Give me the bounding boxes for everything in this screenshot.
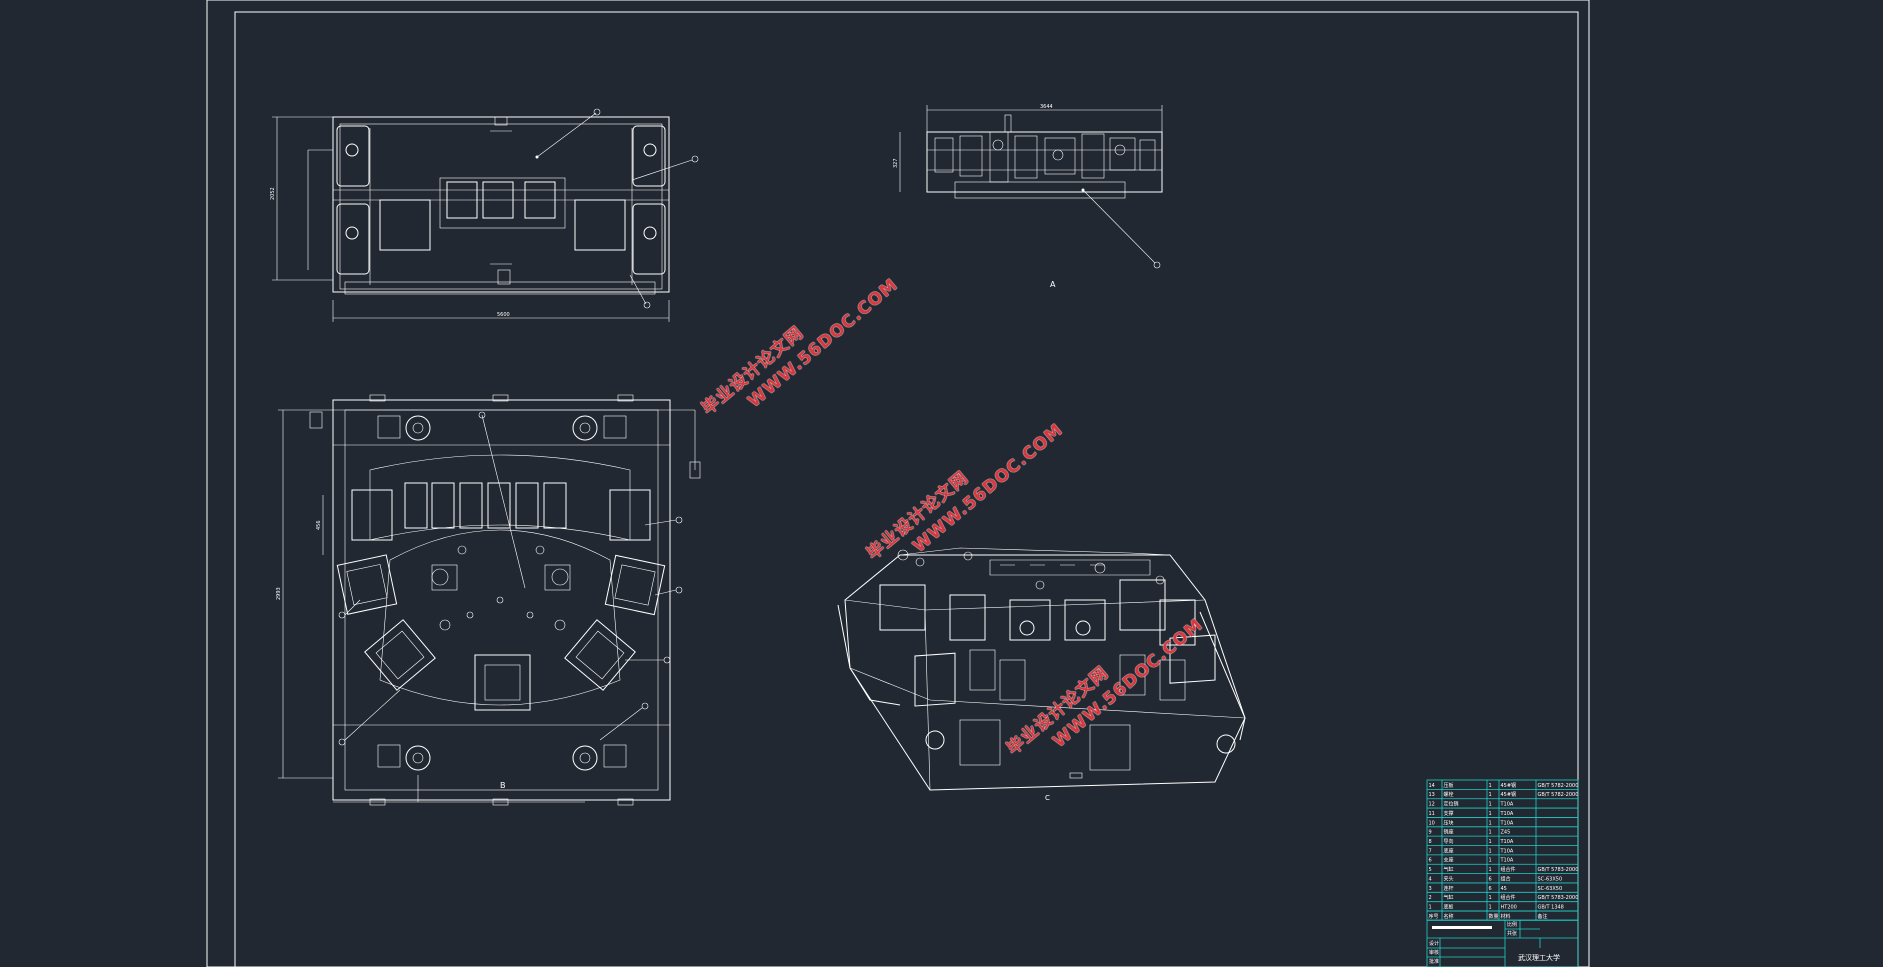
drawing-title-bar <box>1432 926 1492 929</box>
parts-cell-std: SC-63X50 <box>1538 886 1563 892</box>
parts-cell-std: 备注 <box>1538 913 1548 920</box>
parts-cell-mat: 45#钢 <box>1501 782 1517 789</box>
parts-cell-mat: T10A <box>1500 811 1514 817</box>
parts-cell-no: 12 <box>1429 802 1435 808</box>
parts-cell-name: 定位销 <box>1444 801 1459 808</box>
parts-cell-no: 6 <box>1429 858 1432 864</box>
parts-cell-mat: 组合件 <box>1501 866 1516 873</box>
parts-cell-no: 3 <box>1429 886 1432 892</box>
view-top-right[interactable]: 3644 327 A <box>893 104 1163 289</box>
view-isometric[interactable]: C <box>837 547 1246 802</box>
parts-cell-mat: 45 <box>1501 886 1507 892</box>
parts-cell-qty: 1 <box>1489 867 1492 873</box>
parts-cell-no: 10 <box>1429 820 1435 826</box>
parts-cell-qty: 1 <box>1489 905 1492 911</box>
parts-cell-name: 名称 <box>1444 913 1454 920</box>
sheet-outer-border <box>206 0 1590 967</box>
parts-cell-mat: T10A <box>1500 848 1514 854</box>
parts-cell-mat: T10A <box>1500 839 1514 845</box>
parts-cell-name: 底座 <box>1444 847 1454 854</box>
parts-cell-mat: T10A <box>1500 802 1514 808</box>
parts-cell-std: GB/T 5782-2000 <box>1538 792 1579 798</box>
parts-cell-qty: 1 <box>1489 783 1492 789</box>
dim-left-text: 2052 <box>270 187 276 200</box>
dim-plan-inner: 456 <box>316 520 322 530</box>
parts-cell-no: 4 <box>1429 876 1432 882</box>
parts-cell-name: 连杆 <box>1444 885 1454 892</box>
parts-cell-name: 气缸 <box>1444 866 1454 873</box>
label-scale: 比例 <box>1507 921 1517 928</box>
label-approve: 批准 <box>1429 958 1439 965</box>
view-mark-text: A <box>1050 280 1056 289</box>
parts-cell-no: 9 <box>1429 830 1432 836</box>
view-mark-iso: C <box>1045 794 1050 802</box>
parts-cell-name: 底板 <box>1444 904 1454 911</box>
parts-cell-std: GB/T 5783-2000 <box>1538 867 1579 873</box>
parts-cell-no: 2 <box>1429 895 1432 901</box>
parts-cell-std: GB/T 5783-2000 <box>1538 895 1579 901</box>
label-design: 设计 <box>1429 940 1439 947</box>
view-top-left[interactable]: 5600 2052 <box>270 108 699 322</box>
parts-cell-mat: T10A <box>1500 858 1514 864</box>
label-check: 审核 <box>1429 949 1439 956</box>
parts-cell-qty: 1 <box>1489 820 1492 826</box>
parts-cell-name: 压板 <box>1444 782 1454 789</box>
parts-cell-qty: 1 <box>1489 802 1492 808</box>
label-sheet: 共张 <box>1507 930 1517 937</box>
parts-cell-mat: 组合件 <box>1501 894 1516 901</box>
parts-cell-mat: Z45 <box>1501 830 1511 836</box>
sheet-inner-border <box>234 11 1579 967</box>
dim-plan-outer: 2993 <box>276 587 282 600</box>
parts-cell-no: 序号 <box>1429 913 1439 920</box>
parts-cell-no: 7 <box>1429 848 1432 854</box>
parts-cell-name: 支座 <box>1444 857 1454 864</box>
parts-cell-mat: 材料 <box>1501 913 1511 920</box>
parts-cell-qty: 1 <box>1489 811 1492 817</box>
parts-cell-no: 11 <box>1429 811 1435 817</box>
school-name: 武汉理工大学 <box>1518 953 1560 962</box>
parts-cell-std: SC-63X50 <box>1538 876 1563 882</box>
parts-cell-mat: HT200 <box>1501 905 1517 911</box>
dim-top-text: 3644 <box>1040 104 1053 110</box>
parts-cell-name: 支撑 <box>1444 810 1454 817</box>
parts-cell-no: 13 <box>1429 792 1435 798</box>
parts-cell-mat: T10A <box>1500 820 1514 826</box>
parts-cell-qty: 1 <box>1489 858 1492 864</box>
parts-cell-name: 夹头 <box>1444 875 1454 882</box>
parts-cell-qty: 1 <box>1489 830 1492 836</box>
parts-cell-qty: 1 <box>1489 848 1492 854</box>
parts-cell-qty: 1 <box>1489 895 1492 901</box>
parts-cell-qty: 6 <box>1489 886 1492 892</box>
parts-cell-qty: 数量 <box>1489 913 1499 920</box>
parts-cell-qty: 6 <box>1489 876 1492 882</box>
parts-cell-mat: 45#钢 <box>1501 791 1517 798</box>
parts-cell-std: GB/T 5782-2000 <box>1538 783 1579 789</box>
parts-cell-name: 气缸 <box>1444 894 1454 901</box>
parts-cell-qty: 1 <box>1489 839 1492 845</box>
dim-left-text-2: 327 <box>893 158 899 168</box>
view-plan[interactable]: 2993 456 B <box>276 394 701 806</box>
parts-cell-name: 销座 <box>1444 829 1454 836</box>
parts-cell-no: 1 <box>1429 905 1432 911</box>
parts-cell-name: 导向 <box>1444 838 1454 845</box>
parts-cell-no: 8 <box>1429 839 1432 845</box>
parts-cell-std: GB/T 1348 <box>1538 905 1564 911</box>
view-mark-plan: B <box>500 781 506 790</box>
parts-cell-name: 螺栓 <box>1444 791 1454 798</box>
parts-cell-name: 压块 <box>1444 819 1454 826</box>
parts-cell-qty: 1 <box>1489 792 1492 798</box>
parts-cell-no: 5 <box>1429 867 1432 873</box>
dim-bottom-text: 5600 <box>497 312 510 318</box>
parts-cell-no: 14 <box>1429 783 1435 789</box>
parts-cell-mat: 组合 <box>1501 875 1511 882</box>
